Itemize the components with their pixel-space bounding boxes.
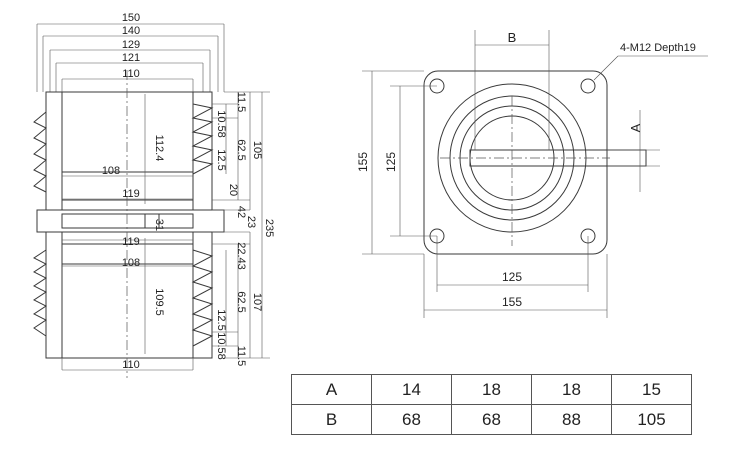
dim-12-5-bottom: 12.5: [215, 309, 227, 330]
table-cell: 15: [611, 374, 692, 405]
dim-11-5-bottom: 11.5: [235, 346, 247, 367]
width-150-label: 150: [122, 12, 140, 24]
table-row-label: A: [291, 374, 372, 405]
bot-mid-119-label: 119: [122, 236, 140, 248]
dim-107: 107: [251, 293, 263, 311]
dim-11-5-top: 11.5: [235, 92, 247, 113]
dim-62-5-top: 62.5: [235, 139, 247, 160]
dim-20: 20: [227, 184, 239, 196]
slot-31-label: 31: [153, 219, 165, 231]
dimension-b-label: B: [508, 30, 517, 45]
flange-plate: [423, 70, 608, 255]
table-cell: 68: [371, 404, 452, 435]
dim-10-58-top: 10.58: [215, 110, 227, 138]
top-width-dimensions: 150 140 129 121 110: [36, 12, 225, 92]
right-vertical-dimensions: [212, 91, 270, 359]
height-155-label: 155: [356, 152, 370, 172]
top-inner-108-label: 108: [102, 165, 120, 177]
bottom-width-label: 110: [122, 359, 140, 371]
table-row-label: B: [291, 404, 372, 435]
dim-42: 42: [235, 206, 247, 218]
side-view: 150 140 129 121 110: [33, 12, 275, 378]
table-cell: 105: [611, 404, 692, 435]
bolt-hole-note: 4-M12 Depth19: [620, 42, 696, 54]
lower-insulator-body: [33, 231, 214, 371]
width-129-label: 129: [122, 39, 140, 51]
top-mid-119-label: 119: [122, 188, 140, 200]
mounting-flange: [36, 209, 225, 233]
table-cell: 18: [451, 374, 532, 405]
table-cell: 14: [371, 374, 452, 405]
top-view: B A 4-M12 Depth19 155 125 125 155: [356, 30, 708, 318]
dim-12-5-top: 12.5: [215, 149, 227, 170]
width-121-label: 121: [122, 52, 140, 64]
dim-62-5-bottom: 62.5: [235, 291, 247, 312]
top-height-label: 112.4: [153, 135, 165, 162]
table-row: A 14 18 18 15: [291, 374, 692, 405]
width-110-label: 110: [122, 68, 140, 80]
table-cell: 18: [531, 374, 612, 405]
bottom-height-label: 109.5: [153, 288, 165, 316]
dim-105: 105: [251, 141, 263, 159]
dimension-a-label: A: [628, 123, 643, 132]
dim-10-58-bottom: 10.58: [215, 332, 227, 360]
dim-23: 23: [245, 216, 257, 228]
dim-235: 235: [263, 219, 275, 237]
table-row: B 68 68 88 105: [291, 404, 692, 435]
width-140-label: 140: [122, 25, 140, 37]
table-cell: 88: [531, 404, 612, 435]
width-155-label: 155: [502, 295, 522, 309]
bot-inner-108-label: 108: [122, 257, 140, 269]
table-cell: 68: [451, 404, 532, 435]
bolt-hole-top-right: [580, 78, 596, 94]
height-125-label: 125: [384, 152, 398, 172]
dimension-table: A 14 18 18 15 B 68 68 88 105: [291, 374, 692, 435]
slot: [469, 149, 647, 167]
width-125-label: 125: [502, 270, 522, 284]
dim-22-43: 22.43: [235, 242, 247, 270]
